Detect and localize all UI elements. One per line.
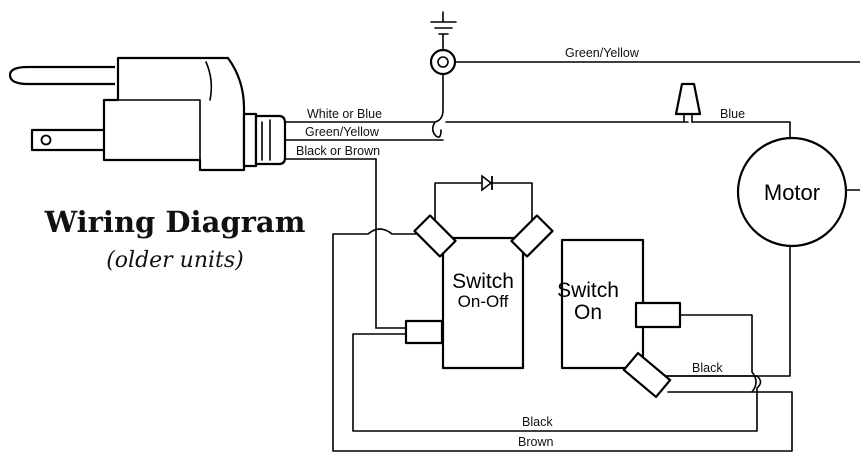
label-green-yellow-ground: Green/Yellow [565, 46, 640, 60]
label-green-yellow-plug: Green/Yellow [305, 125, 380, 139]
wire-nut [674, 82, 702, 123]
black-to-motor-wire [657, 244, 791, 377]
switch-on: Switch On [557, 238, 682, 399]
plug-bottom-prong [30, 128, 105, 152]
plug-prong-hole [40, 134, 52, 146]
diagram-subtitle: (older units) [106, 248, 244, 273]
switch-on-off-left-contact [413, 214, 457, 258]
switch-on-label-1: Switch [557, 279, 619, 302]
plug-body-curve [205, 61, 213, 101]
wires [282, 11, 860, 452]
brown-loop-wire [332, 228, 793, 452]
diagram-title: Wiring Diagram [44, 205, 306, 239]
plug-cord-grooves [261, 119, 271, 161]
plug [8, 56, 287, 172]
switch-on-body [560, 238, 645, 370]
ground-to-cord-wire [431, 73, 444, 138]
switch-on-label-2: On [574, 301, 602, 324]
label-blue: Blue [720, 107, 745, 121]
switch-on-off-label-2: On-Off [458, 292, 509, 311]
switch-on-off-right-contact [510, 214, 554, 258]
plug-strain-relief [242, 112, 258, 168]
motor-body [736, 136, 848, 248]
plug-body [102, 56, 246, 172]
switch-on-off-body [441, 236, 525, 370]
ground-symbol [430, 11, 457, 35]
label-black-bottom: Black [522, 415, 553, 429]
label-black-switch: Black [692, 361, 723, 375]
wire-labels: Green/Yellow White or Blue Green/Yellow … [296, 46, 745, 449]
label-white-or-blue: White or Blue [307, 107, 382, 121]
switch-on-contact [634, 301, 682, 329]
switch-on-off: Switch On-Off [404, 214, 554, 370]
switch-on-off-label-1: Switch [452, 270, 514, 293]
plug-body-edges [117, 99, 201, 171]
title-block: Wiring Diagram (older units) [44, 205, 306, 273]
switch-on-to-motor-wire [679, 314, 757, 393]
black-loop-wire [352, 333, 762, 432]
label-brown-bottom: Brown [518, 435, 553, 449]
label-black-or-brown: Black or Brown [296, 144, 380, 158]
ground-terminal [429, 48, 457, 76]
plug-top-prong [8, 65, 115, 86]
motor: Motor [736, 136, 848, 248]
diode [481, 174, 493, 192]
switch-on-bottom-contact [622, 351, 672, 399]
motor-label: Motor [764, 180, 820, 205]
switch-on-off-bottom-contact [404, 319, 444, 345]
